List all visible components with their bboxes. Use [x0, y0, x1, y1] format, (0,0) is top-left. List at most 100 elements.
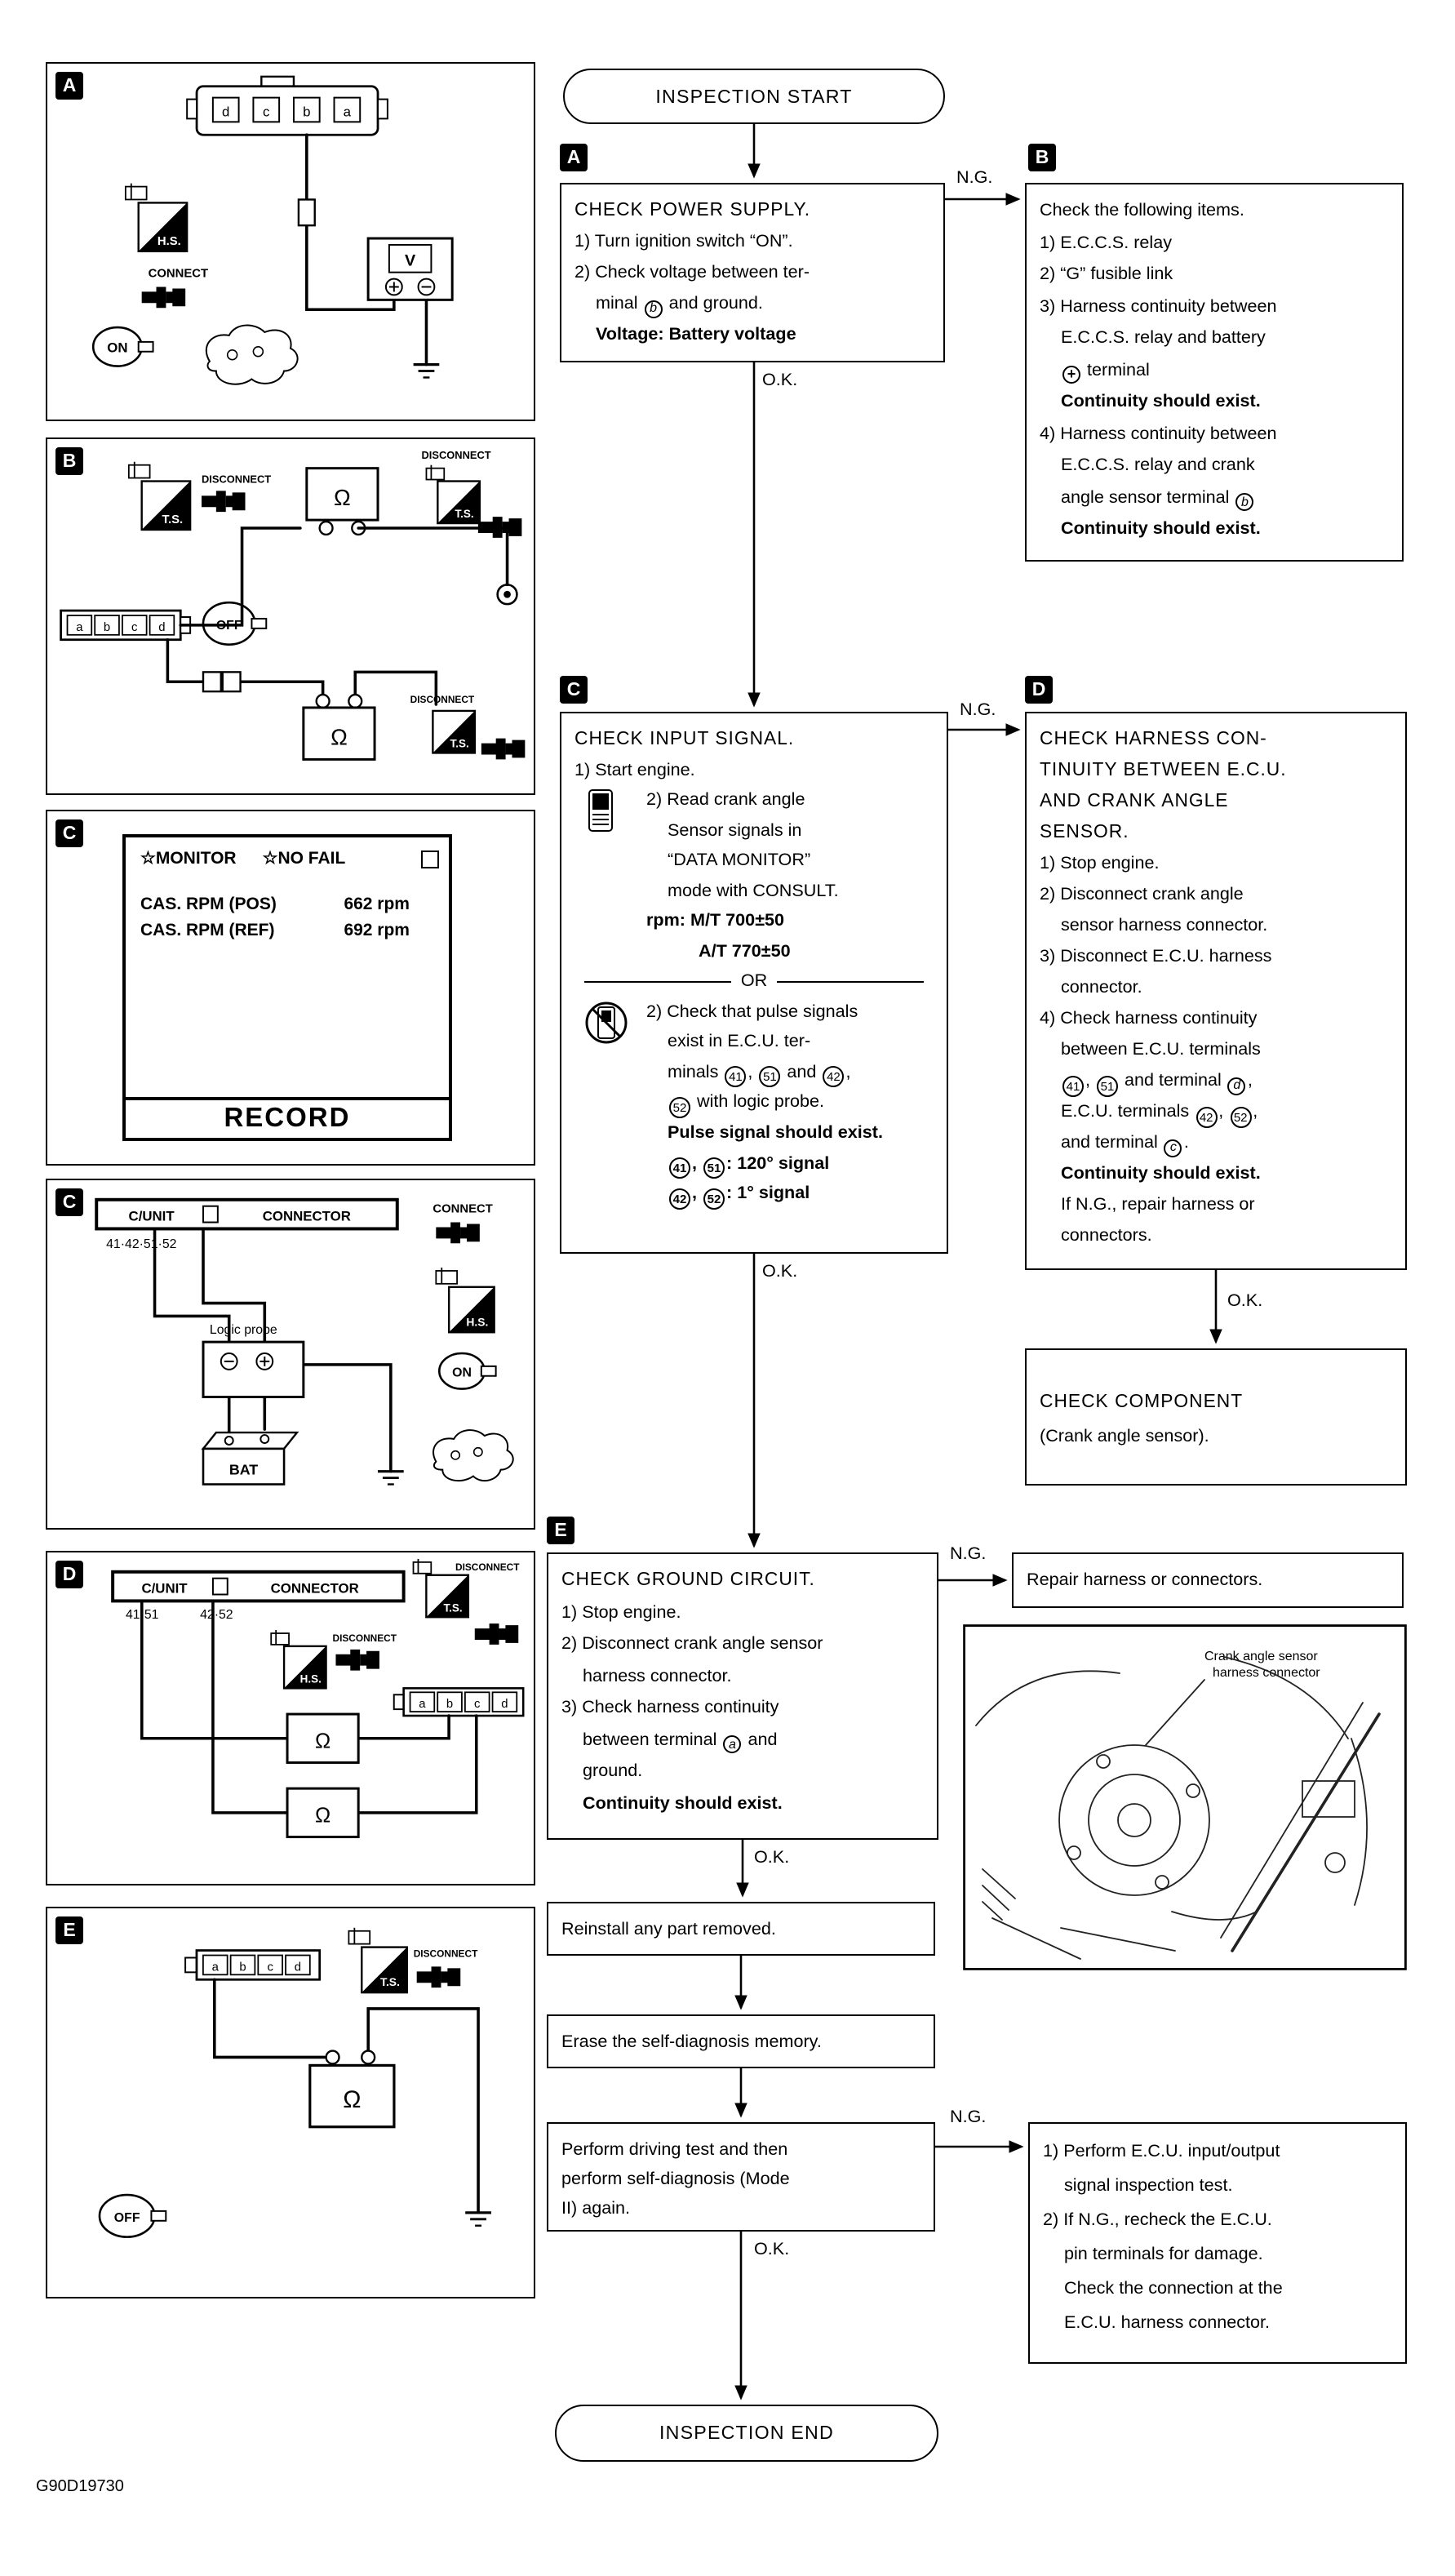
- circled-terminal-number: 52: [1230, 1106, 1252, 1128]
- no-fail-label: ☆NO FAIL: [262, 849, 346, 868]
- hs-icon: H.S.: [124, 183, 189, 253]
- flow-box-line: 1) Turn ignition switch “ON”.: [574, 227, 930, 258]
- connector-label: CONNECTOR: [271, 1581, 359, 1597]
- circled-terminal-letter: b: [1235, 493, 1254, 511]
- ignition-on-icon: ON: [91, 326, 154, 367]
- ts-label: T.S.: [450, 738, 468, 750]
- circled-terminal-number: 52: [669, 1097, 690, 1118]
- flow-box-title: CHECK POWER SUPPLY.: [574, 201, 811, 220]
- monitor-label: ☆MONITOR: [140, 849, 237, 868]
- ohm-label: Ω: [315, 1730, 330, 1753]
- flow-box-line: 41, 51: 120° signal: [574, 1148, 934, 1179]
- flow-box-line: E.C.C.S. relay and crank: [1040, 451, 1389, 482]
- flow-tag-e: E: [547, 1517, 574, 1544]
- ohmmeter: Ω: [308, 2050, 396, 2129]
- text-segment: connector.: [1061, 978, 1142, 997]
- reading-row: CAS. RPM (REF) 692 rpm: [126, 917, 449, 944]
- ohmmeter: Ω: [286, 1712, 360, 1764]
- text-segment: (Crank angle sensor).: [1040, 1427, 1209, 1446]
- pin-label: d: [222, 104, 229, 119]
- test-wires: [305, 133, 428, 366]
- connect-label: CONNECT: [433, 1203, 492, 1216]
- flow-box-line: connectors.: [1040, 1221, 1392, 1252]
- text-segment: Continuity should exist.: [1061, 519, 1261, 539]
- panel-c-logic-probe-illustration: C C/UNIT CONNECTOR 41·42·51·52 Logic pro…: [46, 1179, 535, 1530]
- engine-illustration: Crank angle sensor harness connector: [963, 1624, 1407, 1970]
- flow-box-line: Continuity should exist.: [1040, 1159, 1392, 1190]
- text-segment: If N.G., repair harness or: [1061, 1195, 1255, 1215]
- flow-box-line: II) again.: [561, 2194, 920, 2223]
- disconnect-label: DISCONNECT: [332, 1632, 397, 1644]
- flow-box-line: ground.: [561, 1757, 924, 1788]
- pin-label: a: [212, 1961, 220, 1974]
- text-segment: 3) Disconnect E.C.U. harness: [1040, 947, 1272, 966]
- circled-terminal-number: 42: [669, 1188, 690, 1210]
- text-segment: 2) Read crank angle: [646, 790, 805, 810]
- text-segment: Continuity should exist.: [583, 1793, 783, 1813]
- text-segment: II) again.: [561, 2199, 631, 2218]
- ts-icon: T.S.: [432, 709, 477, 754]
- tool-icon: [435, 1267, 458, 1285]
- ring-terminal-center: [503, 590, 511, 598]
- text-segment: E.C.U. harness connector.: [1064, 2313, 1271, 2333]
- circled-terminal-number: 41: [725, 1066, 747, 1088]
- flow-box-line: 3) Harness continuity between: [1040, 291, 1389, 323]
- terminal-numbers: 41·42·51·52: [106, 1237, 177, 1251]
- or-divider: OR: [574, 966, 934, 997]
- figure-code: G90D19730: [36, 2478, 124, 2496]
- ohmmeter: Ω: [305, 467, 379, 536]
- ts-label: T.S.: [380, 1975, 400, 1988]
- flow-box-line: exist in E.C.U. ter-: [574, 1027, 934, 1057]
- text-segment: harness connector.: [583, 1666, 732, 1686]
- ts-icon: T.S.: [412, 1558, 470, 1619]
- text-segment: 2) If N.G., recheck the E.C.U.: [1043, 2210, 1272, 2230]
- text-segment: 2) “G” fusible link: [1040, 264, 1173, 284]
- flow-box-line: “DATA MONITOR”: [574, 846, 934, 876]
- text-segment: with logic probe.: [692, 1092, 825, 1113]
- text-segment: ,: [692, 1153, 702, 1173]
- consult-screen: ☆MONITOR ☆NO FAIL CAS. RPM (POS) 662 rpm…: [122, 834, 452, 1141]
- connector-plug-icon: [141, 286, 186, 309]
- flow-box-line: mode with CONSULT.: [574, 876, 934, 906]
- flow-box-check-items: Check the following items.1) E.C.C.S. re…: [1025, 183, 1404, 562]
- reading-row: CAS. RPM (POS) 662 rpm: [126, 891, 449, 917]
- flow-box-line: pin terminals for damage.: [1043, 2238, 1392, 2272]
- sensor-connector: a b c d: [184, 1949, 322, 1981]
- disconnect-label: DISCONNECT: [410, 694, 475, 705]
- pin-label: c: [131, 621, 138, 634]
- flow-box-line: 4) Harness continuity between: [1040, 419, 1389, 451]
- text-segment: 2) Disconnect crank angle: [1040, 885, 1244, 904]
- reading-value: 692 rpm: [344, 921, 410, 940]
- disconnect-label: DISCONNECT: [202, 473, 271, 486]
- text-segment: 4) Harness continuity between: [1040, 424, 1277, 443]
- flow-box-line: Check the following items.: [1040, 196, 1389, 228]
- flow-box-line: 1) Stop engine.: [561, 1597, 924, 1629]
- flow-box-line: 1) Start engine.: [574, 755, 934, 785]
- ignition-off-icon: OFF: [98, 2193, 167, 2238]
- ground-symbol: [377, 1470, 404, 1486]
- text-segment: Perform driving test and then: [561, 2140, 788, 2160]
- pin-label: d: [501, 1698, 508, 1711]
- ignition-off-icon: OFF: [202, 601, 268, 646]
- text-segment: 2) Check voltage between ter-: [574, 263, 810, 282]
- hs-icon: H.S.: [435, 1267, 495, 1334]
- text-segment: ,: [1085, 1071, 1095, 1090]
- text-segment: and terminal: [1120, 1071, 1227, 1090]
- ts-label: T.S.: [455, 508, 473, 520]
- circled-plus-icon: +: [1062, 365, 1080, 383]
- flow-box-title: AND CRANK ANGLE: [1040, 792, 1229, 811]
- panel-tag: E: [55, 1916, 83, 1944]
- harness-connector-illustration: d c b a: [186, 75, 388, 136]
- voltmeter: V: [366, 237, 454, 301]
- flow-tag-b: B: [1028, 144, 1056, 171]
- text-segment: ,: [845, 1062, 851, 1081]
- flow-box-line: signal inspection test.: [1043, 2170, 1392, 2204]
- ok-label: O.K.: [1226, 1291, 1265, 1311]
- connector-plug-icon: [481, 738, 526, 760]
- voltmeter-label: V: [405, 252, 416, 270]
- text-segment: Voltage: Battery voltage: [596, 325, 796, 344]
- cunit-connector-header: C/UNIT CONNECTOR: [95, 1197, 399, 1231]
- photo-caption-line: harness connector: [1213, 1666, 1320, 1680]
- tool-icon: [348, 1927, 371, 1945]
